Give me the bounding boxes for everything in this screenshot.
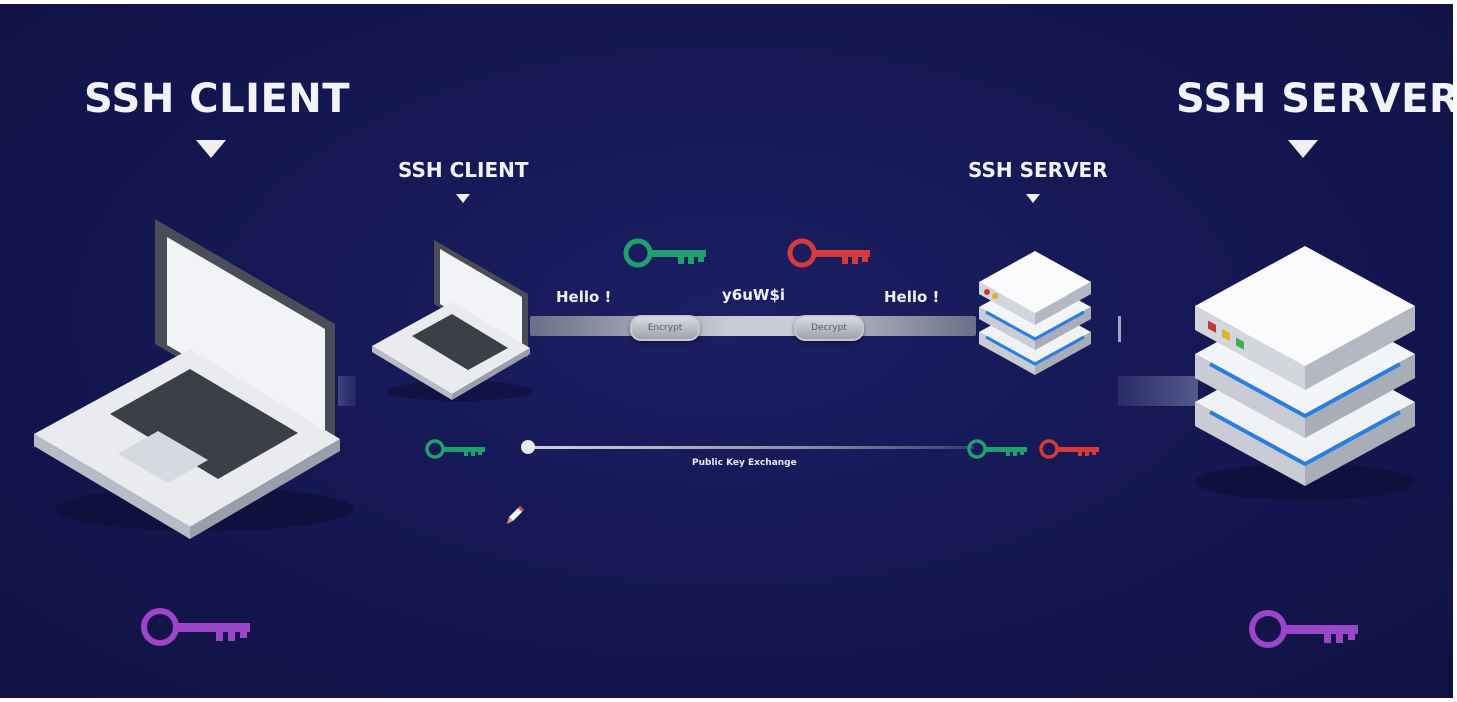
encrypt-pill: Encrypt [630,315,700,341]
plaintext-left: Hello ! [556,288,612,306]
pencil-cursor-icon [507,506,524,524]
key-exchange-line [528,446,974,449]
ssh-diagram: SSH CLIENT SSH SERVER SSH CLIENT SSH SER… [0,4,1453,698]
key-exchange-dot [521,440,535,454]
public-key-icon [623,238,706,268]
ssh-server-heading: SSH SERVER [1176,76,1453,122]
client-link-bar [338,376,356,406]
client-session-key-icon [141,608,250,646]
ciphertext: y6uW$i [722,286,786,304]
client-public-key-icon [425,439,485,459]
ssh-client-small-heading: SSH CLIENT [398,158,529,182]
small-server-stack-icon [979,251,1091,375]
decrypt-pill: Decrypt [794,315,864,341]
plaintext-right: Hello ! [884,288,940,306]
server-private-key-icon [1039,439,1099,459]
client-down-arrow-icon [196,140,226,158]
small-laptop-icon [372,240,532,401]
server-link-bar [1118,376,1198,406]
public-key-exchange-label: Public Key Exchange [692,458,797,468]
ssh-server-small-heading: SSH SERVER [968,158,1108,182]
encrypted-channel-pipe [530,316,976,336]
server-small-down-arrow-icon [1026,194,1040,203]
server-session-key-icon [1249,610,1358,648]
large-server-stack-icon [1195,246,1415,500]
client-small-down-arrow-icon [456,194,470,203]
large-laptop-icon [34,219,355,539]
server-public-key-icon [967,439,1027,459]
ssh-client-heading: SSH CLIENT [84,76,351,122]
server-divider [1118,316,1121,342]
server-down-arrow-icon [1288,140,1318,158]
private-key-icon [787,238,870,268]
